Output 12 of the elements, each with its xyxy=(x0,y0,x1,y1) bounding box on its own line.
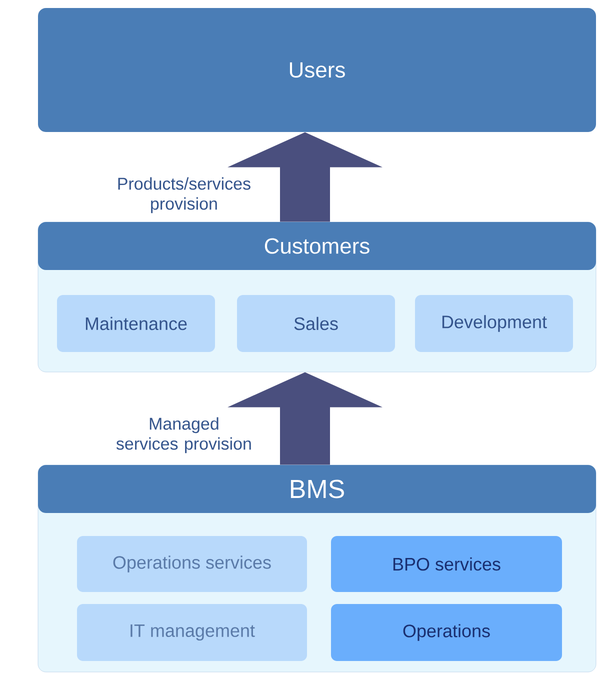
block-arrow xyxy=(228,132,382,222)
header-box: Users xyxy=(38,8,596,132)
service-box: Sales xyxy=(237,295,395,352)
service-box: BPO services xyxy=(331,536,562,592)
service-box: Development xyxy=(415,295,573,352)
service-box: IT management xyxy=(77,604,307,661)
edge-label: Products/services provision xyxy=(118,177,250,214)
service-box: Operations services xyxy=(77,536,307,592)
block-arrow xyxy=(228,372,382,465)
edge-label: Managed services provision xyxy=(116,417,251,454)
service-box: Operations xyxy=(331,604,562,661)
service-box: Maintenance xyxy=(57,295,215,352)
